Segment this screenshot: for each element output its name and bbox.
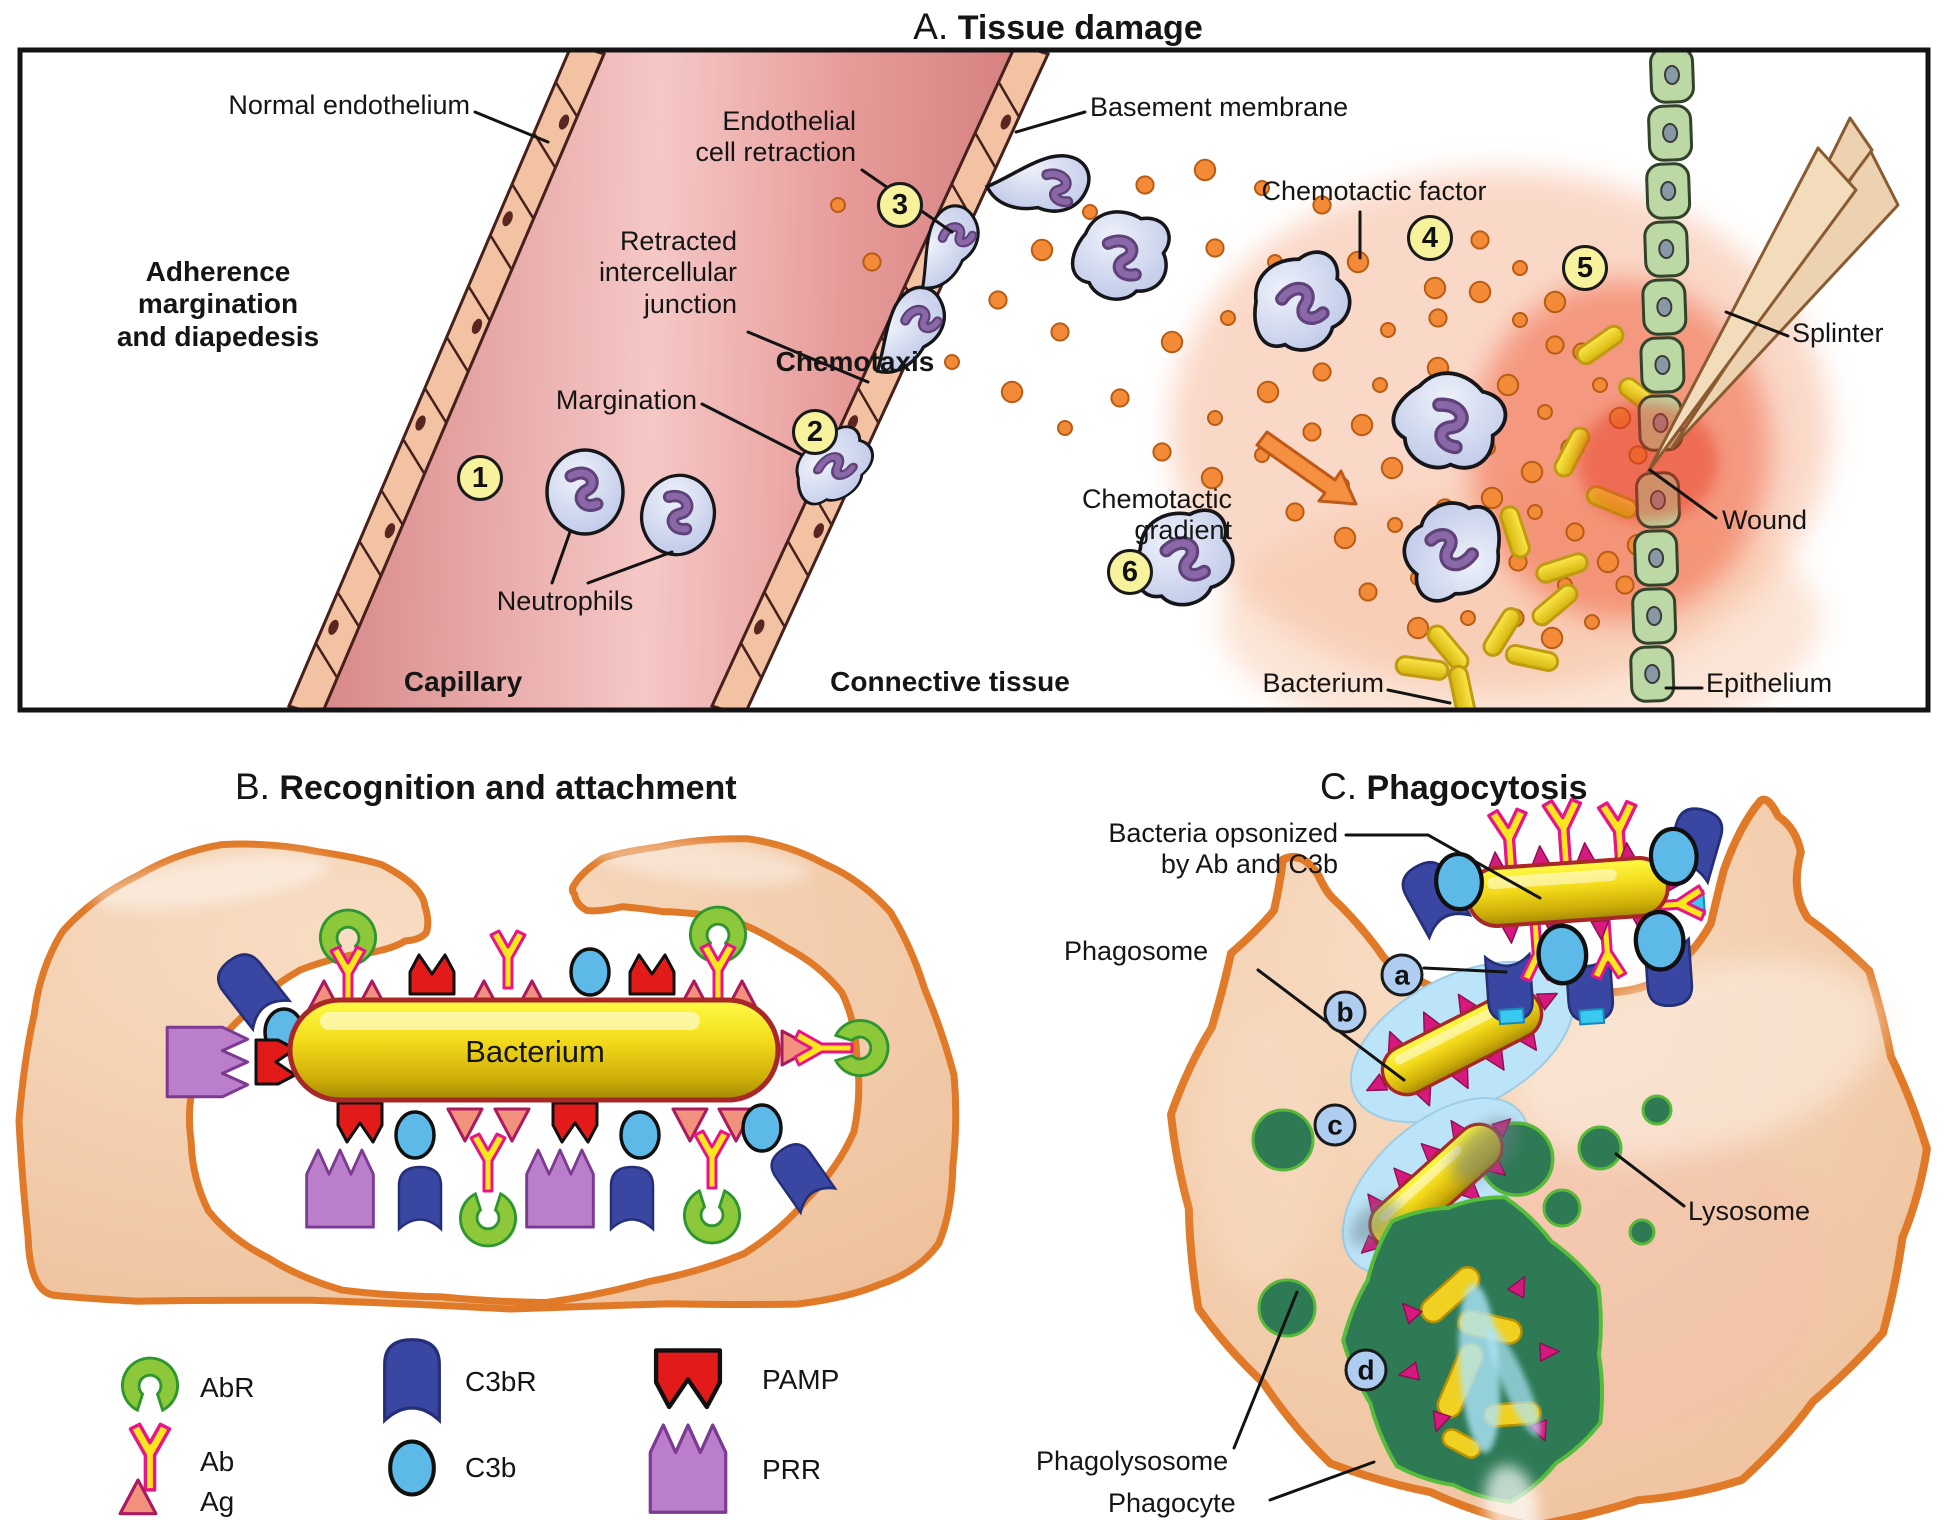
lysosomes bbox=[1251, 1094, 1673, 1338]
label-phagosome: Phagosome bbox=[1064, 936, 1209, 966]
step-a-marker: a bbox=[1380, 953, 1424, 997]
label-adherence-margination: Adherence margination and diapedesis bbox=[116, 256, 320, 352]
panel-b-title: B. Recognition and attachment bbox=[235, 766, 737, 808]
panel-a-border bbox=[17, 47, 1931, 713]
neutrophil bbox=[547, 450, 623, 534]
step-5-marker: 5 bbox=[1562, 245, 1608, 291]
c3b-icon bbox=[619, 1110, 661, 1160]
step-2-marker: 2 bbox=[792, 409, 838, 455]
panel-b-title-text: Recognition and attachment bbox=[279, 769, 737, 807]
label-neutrophils: Neutrophils bbox=[496, 586, 634, 616]
panel-a-title: A. Tissue damage bbox=[913, 6, 1202, 48]
c3b-icon bbox=[1537, 924, 1588, 985]
c3b-icon bbox=[394, 1110, 436, 1160]
step-3-marker: 3 bbox=[877, 182, 923, 228]
label-chemotactic-factor: Chemotactic factor bbox=[1261, 176, 1487, 206]
label-endothelial-cell-retraction: Endothelial cell retraction bbox=[695, 106, 856, 168]
abr-icon bbox=[120, 1356, 180, 1412]
label-chemotactic-gradient: Chemotactic gradient bbox=[1081, 484, 1232, 546]
panel-a-illustration bbox=[17, 47, 1931, 713]
prr-icon bbox=[525, 1148, 595, 1229]
bacterium-capsule-c bbox=[1466, 856, 1670, 928]
c3b-icon bbox=[1634, 910, 1685, 971]
step-d-marker: d bbox=[1344, 1348, 1388, 1392]
legend-label-abr: AbR bbox=[200, 1372, 255, 1403]
legend-label-c3b: C3b bbox=[465, 1452, 517, 1483]
prr-icon bbox=[305, 1148, 375, 1229]
step-4-marker: 4 bbox=[1407, 215, 1453, 261]
legend-label-pamp: PAMP bbox=[762, 1364, 840, 1395]
c3br-icon bbox=[609, 1165, 655, 1231]
label-chemotaxis: Chemotaxis bbox=[775, 346, 935, 377]
panel-c-title-text: Phagocytosis bbox=[1366, 769, 1588, 807]
c3br-icon bbox=[383, 1338, 441, 1422]
label-bacterium-a: Bacterium bbox=[1262, 668, 1384, 698]
ab-icon bbox=[489, 929, 527, 990]
legend-label-ab: Ab bbox=[200, 1446, 235, 1477]
step-b-marker: b bbox=[1323, 990, 1367, 1034]
label-capillary: Capillary bbox=[403, 666, 523, 697]
label-phagolysosome: Phagolysosome bbox=[1036, 1446, 1229, 1476]
label-bacteria-opsonized: Bacteria opsonized by Ab and C3b bbox=[1108, 818, 1338, 880]
step-c-marker: c bbox=[1313, 1103, 1357, 1147]
label-retracted-junction: Retracted intercellular junction bbox=[598, 226, 737, 319]
panel-c-title-prefix: C. bbox=[1320, 766, 1357, 807]
pamp-icon bbox=[551, 1101, 599, 1144]
capillary-lumen bbox=[318, 52, 1020, 708]
label-lysosome: Lysosome bbox=[1688, 1196, 1811, 1226]
c3b-icon bbox=[569, 947, 611, 997]
ab-icon bbox=[693, 1129, 731, 1190]
prr-icon bbox=[648, 1423, 728, 1514]
pamp-icon bbox=[628, 953, 676, 996]
label-margination: Margination bbox=[555, 385, 697, 415]
ab-icon bbox=[1541, 797, 1587, 866]
pamp-icon bbox=[336, 1101, 384, 1144]
label-normal-endothelium: Normal endothelium bbox=[228, 90, 470, 120]
label-bacterium-b: Bacterium bbox=[465, 1034, 605, 1070]
panel-a-title-text: Tissue damage bbox=[957, 9, 1203, 47]
c3b-icon bbox=[741, 1103, 783, 1153]
step-6-marker: 6 bbox=[1107, 549, 1153, 595]
c3b-icon bbox=[390, 1442, 434, 1495]
endothelium-left-wall bbox=[286, 52, 607, 708]
legend-label-prr: PRR bbox=[762, 1454, 822, 1485]
panel-b-title-prefix: B. bbox=[235, 766, 270, 807]
legend-label-c3br: C3bR bbox=[465, 1366, 537, 1397]
legend-label-ag: Ag bbox=[200, 1486, 235, 1517]
prr-icon bbox=[165, 1025, 250, 1099]
abr-icon bbox=[682, 1189, 742, 1245]
c3b-icon bbox=[1649, 827, 1698, 885]
pamp-icon bbox=[408, 953, 456, 996]
degraded-bacterium-fragments bbox=[1395, 1265, 1561, 1520]
panel-c-title: C. Phagocytosis bbox=[1320, 766, 1588, 808]
panel-b-illustration bbox=[15, 835, 960, 1516]
label-splinter: Splinter bbox=[1792, 318, 1884, 348]
label-epithelium: Epithelium bbox=[1706, 668, 1833, 698]
panel-a-title-prefix: A. bbox=[913, 6, 949, 47]
panel-c-illustration bbox=[1167, 795, 1931, 1520]
step-1-marker: 1 bbox=[457, 455, 503, 501]
label-wound: Wound bbox=[1722, 505, 1808, 535]
ab-icon bbox=[469, 1132, 507, 1193]
label-basement-membrane: Basement membrane bbox=[1090, 92, 1349, 122]
label-phagocyte: Phagocyte bbox=[1108, 1488, 1236, 1518]
chemotactic-gradient-arrow bbox=[1255, 430, 1358, 506]
c3br-icon bbox=[397, 1165, 443, 1231]
ab-icon bbox=[699, 942, 737, 1003]
pointer-lines bbox=[473, 110, 1790, 1502]
opsonized-bacterium bbox=[1394, 797, 1728, 1026]
label-connective-tissue: Connective tissue bbox=[830, 666, 1070, 697]
splinter-graphic bbox=[1646, 116, 1900, 474]
pamp-icon bbox=[656, 1350, 720, 1407]
abr-icon bbox=[458, 1192, 518, 1248]
abr-icon bbox=[688, 905, 748, 961]
